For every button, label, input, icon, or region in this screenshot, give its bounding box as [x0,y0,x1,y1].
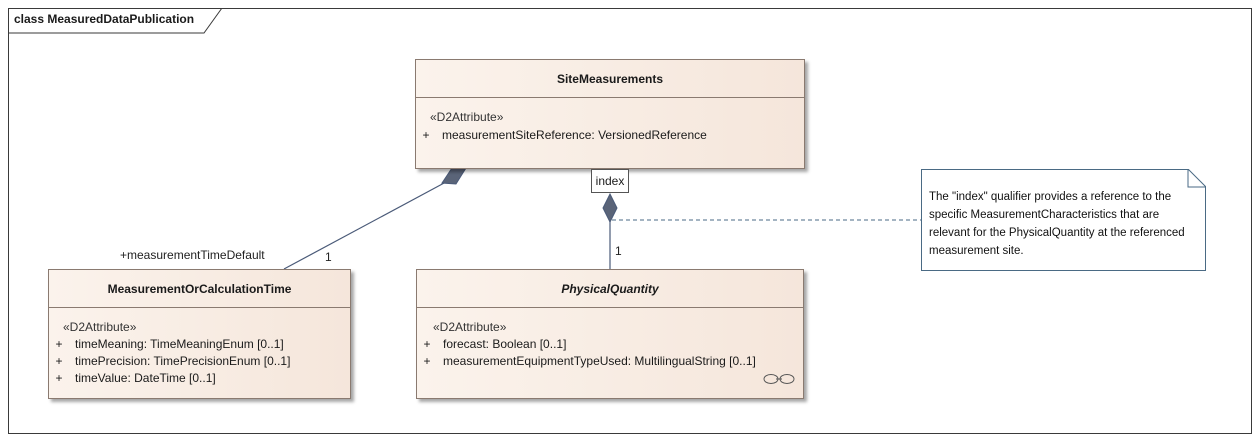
composition-diamond-icon [602,192,618,224]
class-site-measurements[interactable]: SiteMeasurements «D2Attribute» + measure… [415,59,805,169]
attribute-text: timePrecision: TimePrecisionEnum [0..1] [75,354,291,368]
attribute-row: + measurementEquipmentTypeUsed: Multilin… [417,353,803,370]
linked-element-icon [763,374,795,384]
class-physical-quantity[interactable]: PhysicalQuantity «D2Attribute» + forecas… [416,269,804,399]
attribute-row: + measurementSiteReference: VersionedRef… [416,126,804,144]
visibility-marker: + [422,128,430,142]
class-name: PhysicalQuantity [417,270,803,308]
attribute-row: + timePrecision: TimePrecisionEnum [0..1… [49,353,350,370]
visibility-marker: + [423,337,431,351]
note-fold-icon [1187,169,1206,188]
visibility-marker: + [423,354,431,368]
visibility-marker: + [55,337,63,351]
attribute-text: timeValue: DateTime [0..1] [75,371,216,385]
diagram-frame [8,8,1252,434]
multiplicity-label: 1 [615,244,622,258]
composition-diamond-icon [441,167,467,185]
attribute-text: timeMeaning: TimeMeaningEnum [0..1] [75,337,284,351]
association-line-time-default [283,181,447,270]
role-label-measurement-time-default: +measurementTimeDefault [120,248,265,262]
multiplicity-label: 1 [325,250,332,264]
qualifier-box-index[interactable]: index [591,169,629,193]
attribute-text: measurementSiteReference: VersionedRefer… [442,128,707,142]
attribute-row: + timeValue: DateTime [0..1] [49,370,350,387]
class-name: MeasurementOrCalculationTime [49,270,350,308]
attribute-row: + timeMeaning: TimeMeaningEnum [0..1] [49,336,350,353]
stereotype-label: «D2Attribute» [430,110,504,124]
note-box[interactable]: The "index" qualifier provides a referen… [921,169,1206,271]
stereotype-label: «D2Attribute» [63,320,137,334]
class-name: SiteMeasurements [416,60,804,98]
visibility-marker: + [55,354,63,368]
frame-title: class MeasuredDataPublication [14,12,195,26]
stereotype-label: «D2Attribute» [433,320,507,334]
note-text: The "index" qualifier provides a referen… [929,191,1185,257]
visibility-marker: + [55,371,63,385]
class-measurement-or-calculation-time[interactable]: MeasurementOrCalculationTime «D2Attribut… [48,269,351,399]
attribute-text: measurementEquipmentTypeUsed: Multilingu… [443,354,756,368]
attribute-text: forecast: Boolean [0..1] [443,337,567,351]
attribute-row: + forecast: Boolean [0..1] [417,336,803,353]
